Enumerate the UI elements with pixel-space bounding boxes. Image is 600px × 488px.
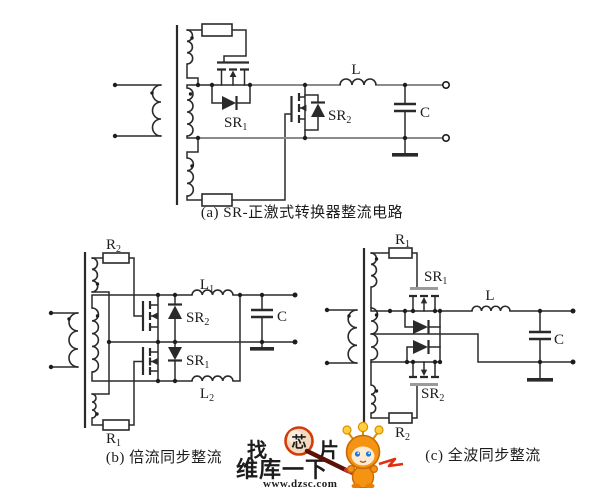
inductor-L-c xyxy=(471,305,511,312)
transformer-a xyxy=(114,25,195,205)
watermark-logo: 找 芯 片 xyxy=(247,426,340,463)
label-sr2-a: SR2 xyxy=(328,108,351,126)
aux-winding-bottom-a xyxy=(186,157,195,197)
ground-a xyxy=(392,137,418,157)
output-terminal-pos-a xyxy=(441,81,450,90)
mosfet-sr1-b xyxy=(141,341,159,382)
body-diode-sr1-a xyxy=(211,84,251,110)
inductor-L1-b xyxy=(191,289,234,296)
resistor-r2-b xyxy=(102,252,130,264)
junction-dots-c xyxy=(324,307,576,366)
label-sr1-c: SR1 xyxy=(424,269,447,287)
label-r1-b: R1 xyxy=(106,431,121,449)
watermark: 找 芯 片 维库一下 www.dzsc.com xyxy=(236,421,404,488)
capacitor-C-b xyxy=(251,294,273,343)
aux-winding-top-a xyxy=(186,29,194,65)
label-r2-c: R2 xyxy=(395,425,410,443)
label-l2-b: L2 xyxy=(200,386,214,404)
primary-winding-a xyxy=(151,84,162,137)
mascot xyxy=(342,421,404,488)
body-diode-sr1-b xyxy=(168,341,182,382)
gate-wire-sr2-a xyxy=(231,113,292,201)
body-diode-sr2-a xyxy=(304,94,325,131)
mosfet-sr1-a xyxy=(217,61,249,86)
label-l1-b: L1 xyxy=(200,277,214,295)
junction-dots-b xyxy=(48,292,298,384)
mosfet-sr2-c xyxy=(409,361,439,386)
primary-winding-c xyxy=(347,309,358,364)
aux-tie-line-b xyxy=(91,291,110,395)
mosfet-sr1-c xyxy=(409,287,439,312)
label-C-c: C xyxy=(554,332,564,348)
mosfet-sr2-b xyxy=(141,294,159,343)
transformer-b xyxy=(50,252,100,428)
caption-c: (c) 全波同步整流 xyxy=(425,446,540,464)
polarity-dots-c xyxy=(347,257,379,393)
inductor-L-a xyxy=(339,78,377,86)
label-r1-c: R1 xyxy=(395,232,410,250)
capacitor-C-c xyxy=(529,310,551,363)
resistor-r1-b xyxy=(102,419,130,431)
circuit-c: R1 R2 SR1 SR2 L C (c) 全波同步整流 xyxy=(324,232,576,464)
watermark-brand: 维库一下 xyxy=(236,457,328,482)
resistor-r2-c xyxy=(388,412,413,424)
gate-resistor-top-a xyxy=(201,23,233,37)
junction-dots-a xyxy=(112,82,408,141)
label-sr1-a: SR1 xyxy=(224,115,247,133)
primary-winding-b xyxy=(68,312,79,368)
capacitor-C-a xyxy=(394,84,416,139)
gate-network-top-a xyxy=(186,23,247,86)
aux-winding-bottom-c xyxy=(370,384,377,414)
watermark-logo-char-mid: 芯 xyxy=(291,433,306,451)
body-diode-sr2-b xyxy=(168,294,182,343)
inductor-L2-b xyxy=(191,375,234,382)
label-r2-b: R2 xyxy=(106,237,121,255)
label-sr1-b: SR1 xyxy=(186,353,209,371)
ground-c xyxy=(527,361,553,382)
caption-b: (b) 倍流同步整流 xyxy=(106,449,222,466)
center-tap-rail-c xyxy=(370,333,574,363)
main-winding-a xyxy=(186,87,194,137)
resistor-r1-c xyxy=(388,247,413,259)
circuit-a: SR1 SR2 L C (a) SR-正激式转换器整流电路 xyxy=(112,23,450,221)
watermark-logo-char-left: 找 xyxy=(247,438,267,462)
label-sr2-b: SR2 xyxy=(186,310,209,328)
mosfet-sr2-a xyxy=(290,84,307,139)
body-diode-sr1-c xyxy=(404,310,441,334)
watermark-url: www.dzsc.com xyxy=(263,478,337,488)
body-diode-sr2-c xyxy=(406,340,441,363)
caption-a: (a) SR-正激式转换器整流电路 xyxy=(201,204,403,221)
aux-winding-top-b xyxy=(91,257,99,293)
polarity-dots-a xyxy=(150,36,194,168)
output-terminal-neg-a xyxy=(441,134,450,143)
label-C-a: C xyxy=(420,105,430,121)
label-L-a: L xyxy=(351,62,360,78)
label-L-c: L xyxy=(485,288,494,304)
transformer-c xyxy=(326,248,379,428)
main-winding-b xyxy=(91,307,100,373)
circuit-b: R2 R1 L1 L2 SR2 SR1 C (b) 倍流同步整流 xyxy=(48,237,298,466)
watermark-logo-char-right: 片 xyxy=(319,439,339,462)
label-C-b: C xyxy=(277,309,287,325)
polarity-dots-b xyxy=(67,282,100,416)
label-sr2-c: SR2 xyxy=(421,386,444,404)
